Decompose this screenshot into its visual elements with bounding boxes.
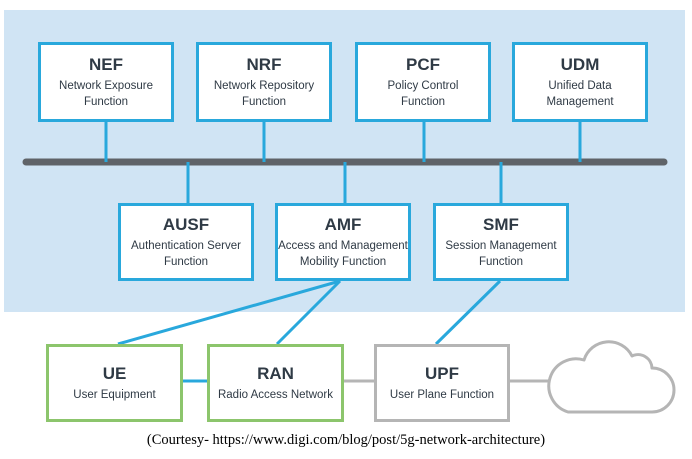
amf-node: AMF Access and Management Mobility Funct…	[275, 203, 411, 281]
udm-node: UDM Unified Data Management	[512, 42, 648, 122]
amf-description: Access and Management Mobility Function	[278, 239, 408, 268]
upf-description: User Plane Function	[389, 388, 495, 401]
udm-description: Unified Data Management	[546, 79, 614, 108]
nrf-node: NRF Network Repository Function	[196, 42, 332, 122]
nrf-abbr: NRF	[246, 54, 282, 74]
upf-abbr: UPF	[425, 363, 459, 383]
ue-abbr: UE	[102, 363, 127, 383]
link-amf-ue	[117, 279, 341, 346]
nrf-description: Network Repository Function	[213, 79, 315, 108]
smf-abbr: SMF	[483, 214, 519, 234]
source-caption: (Courtesy- https://www.digi.com/blog/pos…	[146, 432, 546, 448]
link-smf-upf	[434, 279, 502, 346]
pcf-abbr: PCF	[406, 54, 440, 74]
ran-description: Radio Access Network	[217, 388, 334, 401]
udm-abbr: UDM	[560, 54, 600, 74]
ran-abbr: RAN	[257, 363, 294, 383]
ran-node: RAN Radio Access Network	[207, 344, 344, 422]
amf-abbr: AMF	[324, 214, 362, 234]
pcf-description: Policy Control Function	[387, 79, 459, 108]
ue-description: User Equipment	[73, 388, 156, 401]
pcf-node: PCF Policy Control Function	[355, 42, 491, 122]
nef-node: NEF Network Exposure Function	[38, 42, 174, 122]
ue-node: UE User Equipment	[46, 344, 183, 422]
link-amf-ran	[275, 279, 342, 346]
ausf-abbr: AUSF	[162, 214, 210, 234]
ausf-node: AUSF Authentication Server Function	[118, 203, 254, 281]
smf-description: Session Management Function	[445, 239, 557, 268]
cloud-icon	[547, 340, 676, 414]
upf-node: UPF User Plane Function	[374, 344, 510, 422]
nef-description: Network Exposure Function	[59, 79, 153, 108]
smf-node: SMF Session Management Function	[433, 203, 569, 281]
nef-abbr: NEF	[89, 54, 123, 74]
ausf-description: Authentication Server Function	[131, 239, 241, 268]
